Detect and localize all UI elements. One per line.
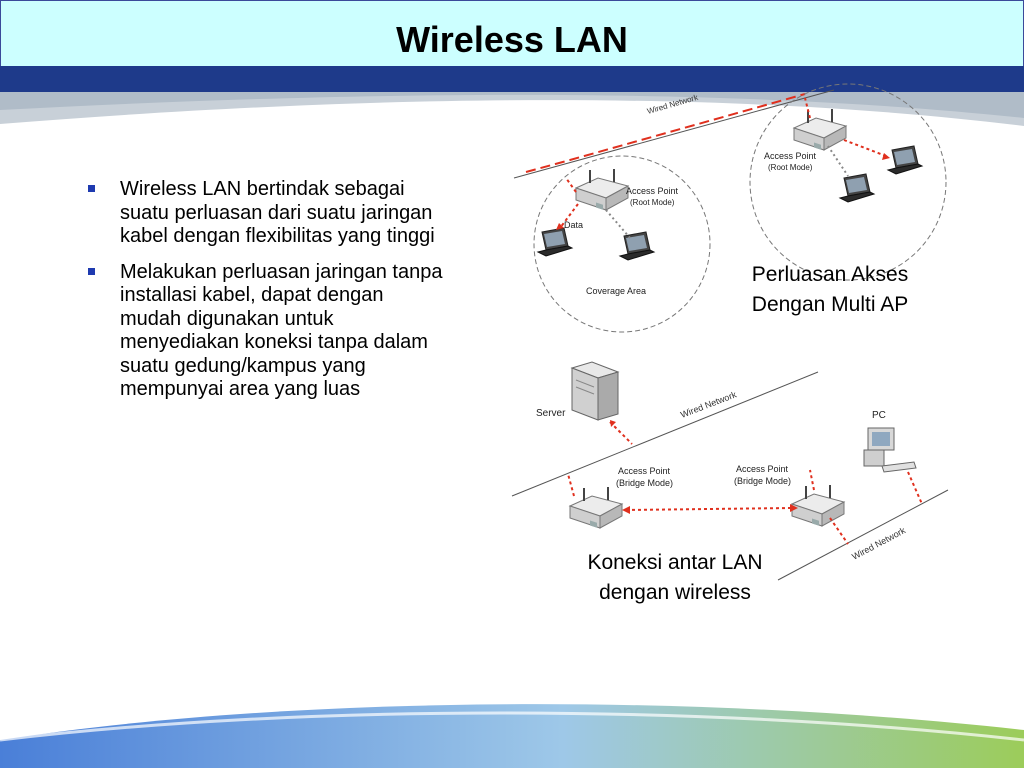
coverage-area-right [749, 83, 947, 281]
slide-title: Wireless LAN [396, 19, 628, 60]
network-diagram: Wired Network Access Point (Root Mode) A… [511, 83, 949, 581]
bullet-item: Melakukan perluasan jaringan tanpa insta… [88, 261, 448, 402]
ap-label: Access Point [764, 151, 817, 161]
access-point-icon [575, 168, 629, 211]
pc-label: PC [872, 410, 886, 421]
header-swoosh [0, 92, 1024, 126]
wired-network-label: Wired Network [850, 525, 907, 562]
access-point-icon [793, 108, 847, 151]
ap-label: Access Point [736, 464, 789, 474]
bullet-text: Wireless LAN bertindak sebagai suatu per… [120, 178, 435, 247]
ap-mode-label: (Root Mode) [768, 163, 813, 172]
laptop-icon [839, 173, 875, 203]
ap-mode-label: (Bridge Mode) [734, 476, 791, 486]
ap-mode-label: (Root Mode) [630, 198, 675, 207]
ap-mode-label: (Bridge Mode) [616, 478, 673, 488]
bullet-item: Wireless LAN bertindak sebagai suatu per… [88, 178, 448, 249]
pc-icon [863, 427, 917, 473]
data-label: Data [564, 220, 583, 230]
caption-lan-link: Koneksi antar LAN dengan wireless [587, 551, 763, 604]
caption-multi-ap: Perluasan Akses Dengan Multi AP [751, 263, 909, 316]
wired-line-left [511, 371, 819, 497]
square-bullet-icon [88, 185, 95, 192]
title-bar [0, 0, 1024, 68]
wired-link-top [525, 93, 806, 173]
wired-line-right [777, 489, 949, 581]
square-bullet-icon [88, 267, 95, 275]
laptop-icon [619, 231, 655, 261]
laptop-icon [887, 145, 923, 175]
wired-network-label: Wired Network [679, 389, 738, 420]
coverage-area-left [533, 155, 711, 333]
laptop-icon [537, 227, 573, 257]
header-band [0, 66, 1024, 92]
coverage-area-label: Coverage Area [586, 286, 646, 296]
wired-line-top [513, 89, 835, 179]
wireless-link [625, 507, 793, 511]
server-icon [570, 361, 620, 421]
wired-network-label: Wired Network [646, 93, 700, 116]
access-point-icon [569, 486, 623, 529]
footer-swoosh [0, 704, 1024, 768]
ap-label: Access Point [626, 186, 679, 196]
access-point-icon [791, 484, 845, 527]
ap-label: Access Point [618, 466, 671, 476]
bullet-list: Wireless LAN bertindak sebagai suatu per… [88, 178, 448, 414]
bullet-text: Melakukan perluasan jaringan tanpa insta… [120, 260, 443, 401]
server-label: Server [536, 408, 566, 419]
